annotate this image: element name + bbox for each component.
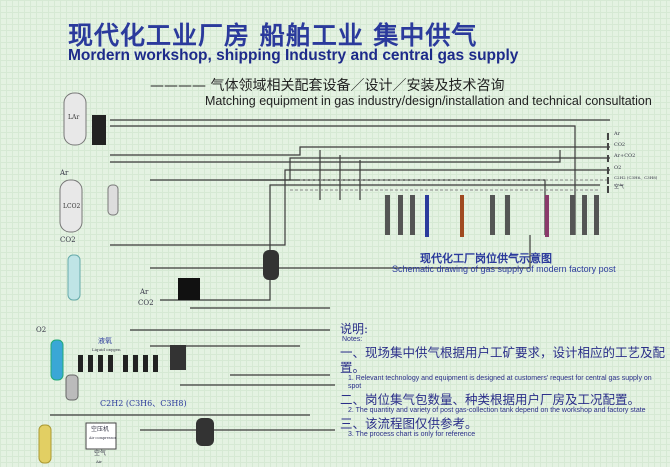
- label-liquid-oxygen-en: Liquid oxygen: [92, 347, 121, 352]
- lco2-tank: [59, 179, 119, 233]
- label-o2: O2: [36, 326, 47, 334]
- label-liquid-oxygen: 液氧: [98, 337, 112, 345]
- subtitle-en: Matching equipment in gas industry/desig…: [205, 94, 652, 108]
- label-air-en: Air: [96, 459, 103, 464]
- outlet-o2: O2: [614, 165, 622, 171]
- notes-heading: 说明:: [340, 322, 369, 336]
- outlet-co2: CO2: [614, 142, 626, 148]
- label-ar: Ar: [60, 169, 69, 177]
- note-1-en: 1. Relevant technology and equipment is …: [348, 375, 652, 390]
- page-title-en: Mordern workshop, shipping Industry and …: [68, 47, 519, 64]
- lar-tank: [63, 92, 106, 146]
- tank-label-lco2: LCO2: [63, 203, 80, 210]
- label-ar-2: Ar: [140, 288, 149, 296]
- outlet-valves: [607, 133, 609, 193]
- outlet-air: 空气: [614, 184, 625, 190]
- label-co2: CO2: [60, 236, 76, 244]
- label-compressor-en: Air compressor: [89, 436, 117, 440]
- note-1: 一、现场集中供气根据用户工矿要求，设计相应的工艺及配置。: [340, 345, 666, 375]
- note-2: 二、岗位集气包数量、种类根据用户厂房及工况配置。: [340, 392, 641, 407]
- label-c2h2: C2H2 (C3H6、C3H8): [100, 399, 187, 408]
- lo2-tank: [65, 345, 186, 401]
- label-co2-2: CO2: [138, 299, 154, 307]
- outlet-ar-co2: Ar+CO2: [614, 153, 636, 159]
- label-compressor: 空压机: [91, 426, 110, 433]
- manifold-cylinders: [78, 355, 158, 372]
- outlet-c2h2: C2H2 (C3H6、C3H8): [614, 175, 658, 180]
- o2-cylinder: [50, 339, 64, 381]
- gas-stations: [385, 195, 599, 237]
- tank-label-lar: LAr: [68, 114, 79, 121]
- outlet-ar: Ar: [614, 131, 621, 137]
- note-3-en: 3. The process chart is only for referen…: [348, 431, 476, 438]
- air-compressor: [85, 422, 117, 450]
- diagram-caption: 现代化工厂岗位供气示意图: [420, 252, 552, 265]
- co2-cylinder: [67, 254, 81, 301]
- buffer-tanks: [178, 250, 279, 446]
- page-title: 现代化工业厂房 船舶工业 集中供气: [68, 21, 478, 50]
- notes-section: 说明: Notes: 一、现场集中供气根据用户工矿要求，设计相应的工艺及配置。 …: [340, 322, 665, 439]
- notes-heading-en: Notes:: [342, 336, 363, 343]
- label-air: 空气: [94, 450, 107, 457]
- note-3: 三、该流程图仅供参考。: [340, 416, 478, 431]
- note-2-en: 2. The quantity and variety of post gas-…: [348, 407, 646, 414]
- diagram-caption-en: Schematic drawing of gas supply of moder…: [392, 264, 616, 274]
- c2h2-cylinder: [38, 424, 52, 464]
- subtitle: ———— 气体领域相关配套设备／设计／安装及技术咨询: [150, 78, 505, 94]
